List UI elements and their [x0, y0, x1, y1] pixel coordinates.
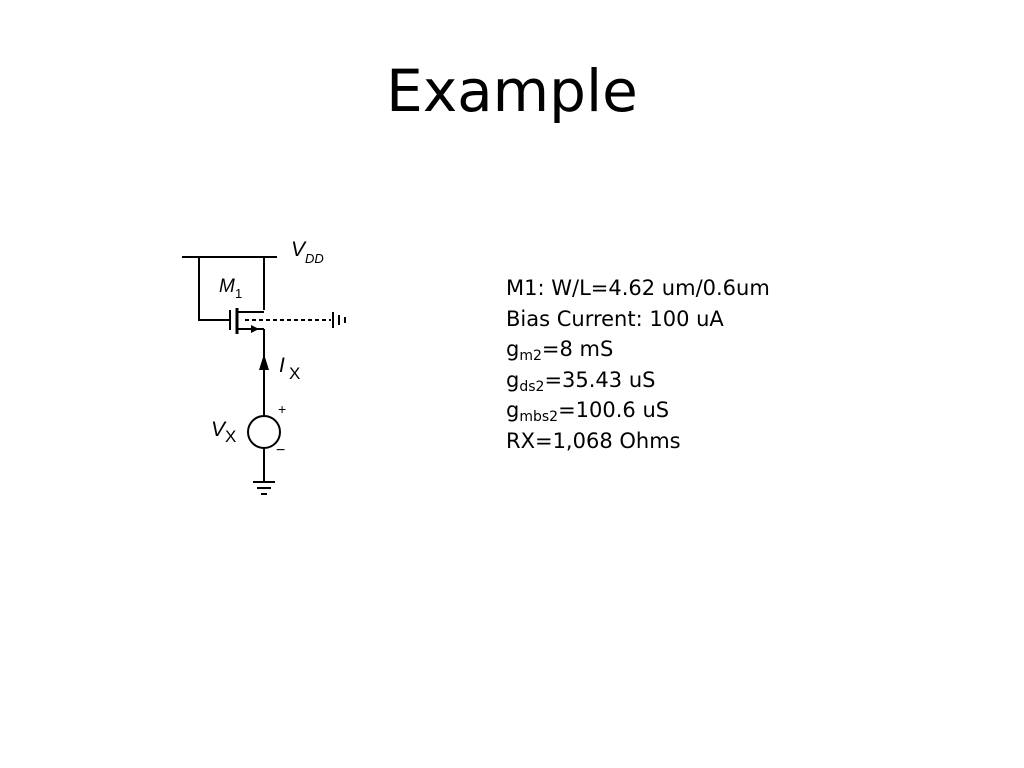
plus-sign: +: [278, 401, 286, 417]
minus-sign: −: [276, 442, 285, 459]
vdd-label: V: [291, 238, 307, 261]
drain-connection: [198, 257, 229, 321]
source-arrow-icon: [251, 325, 259, 333]
gds-line: gds2=35.43 uS: [506, 367, 656, 395]
ix-subscript: X: [289, 364, 300, 383]
gm-line: gm2=8 mS: [506, 337, 614, 365]
vdd-subscript: DD: [305, 251, 324, 266]
ix-label: I: [279, 354, 285, 377]
rx-line: RX=1,068 Ohms: [506, 428, 681, 453]
m1-size-line: M1: W/L=4.62 um/0.6um: [506, 276, 770, 300]
m1-subscript: 1: [235, 286, 242, 301]
circuit-diagram: V DD M 1 I X V X + −: [182, 238, 346, 495]
m1-label: M: [219, 276, 235, 297]
bias-current-line: Bias Current: 100 uA: [506, 306, 724, 331]
vx-label: V: [211, 418, 227, 441]
parameter-list: M1: W/L=4.62 um/0.6um Bias Current: 100 …: [506, 273, 770, 457]
slide-title: Example: [386, 57, 638, 125]
vx-subscript: X: [225, 427, 236, 446]
gmbs-line: gmbs2=100.6 uS: [506, 398, 670, 426]
voltage-source: [247, 415, 281, 449]
current-arrow-icon: [259, 354, 269, 370]
